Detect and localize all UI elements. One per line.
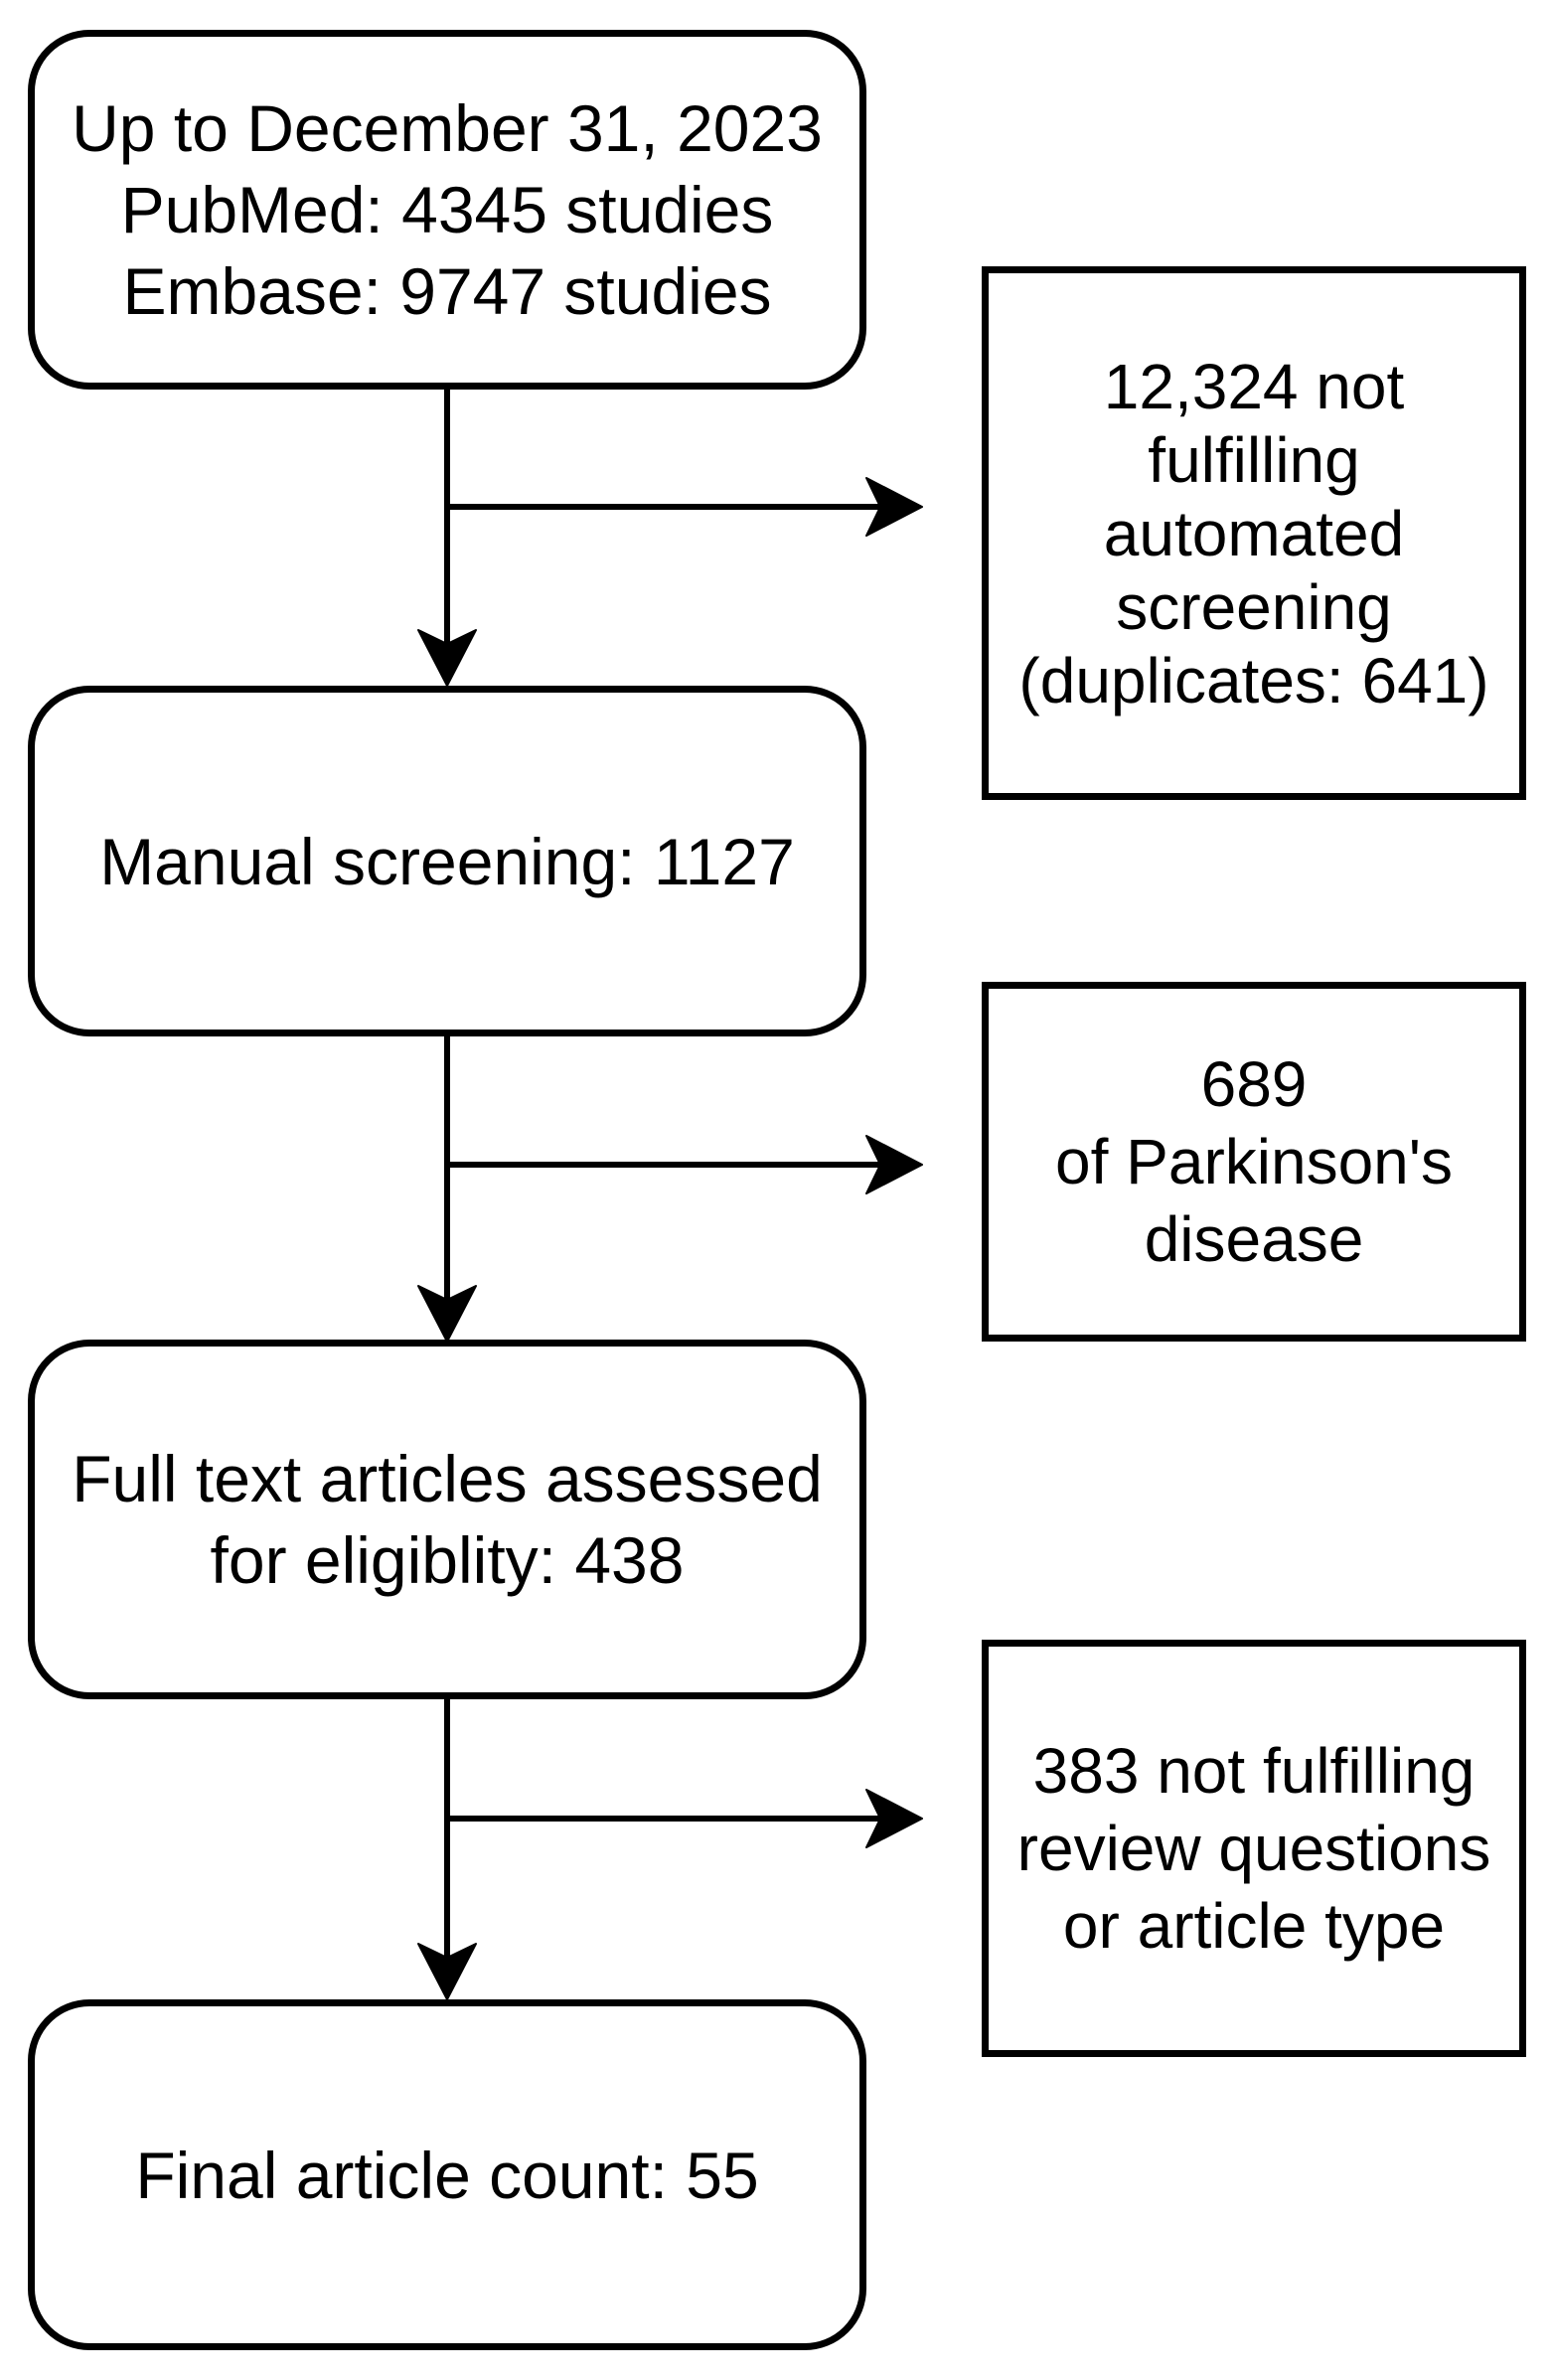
arrow-right-to-automated-screening-exclusions xyxy=(447,477,923,537)
automated-screening-line-2: fulfilling xyxy=(1148,423,1360,496)
manual-screening-line-1: Manual screening: 1127 xyxy=(99,824,795,898)
arrow-down-to-manual-screening xyxy=(417,384,477,687)
search-sources-line-1: Up to December 31, 2023 xyxy=(72,91,823,165)
flow-box-full-text-assessment: Full text articles assessed for eligibli… xyxy=(28,1340,866,1699)
flow-box-final-count: Final article count: 55 xyxy=(28,1999,866,2350)
parkinsons-line-1: 689 xyxy=(1200,1048,1308,1120)
exclusion-box-review-questions: 383 not fulfilling review questions or a… xyxy=(982,1640,1526,2057)
review-questions-line-2: review questions xyxy=(1016,1813,1491,1884)
search-sources-line-2: PubMed: 4345 studies xyxy=(120,173,774,246)
automated-screening-line-1: 12,324 not xyxy=(1103,350,1405,422)
parkinsons-line-2: of Parkinson's xyxy=(1055,1126,1453,1197)
parkinsons-line-3: disease xyxy=(1144,1203,1364,1275)
flow-box-search-sources: Up to December 31, 2023 PubMed: 4345 stu… xyxy=(28,30,866,390)
full-text-line-1: Full text articles assessed xyxy=(72,1442,823,1515)
exclusion-box-parkinsons: 689 of Parkinson's disease xyxy=(982,982,1526,1342)
final-count-line-1: Final article count: 55 xyxy=(135,2138,759,2212)
automated-screening-line-5: (duplicates: 641) xyxy=(1018,644,1489,716)
review-questions-line-1: 383 not fulfilling xyxy=(1032,1735,1476,1807)
flow-box-manual-screening: Manual screening: 1127 xyxy=(28,686,866,1036)
full-text-line-2: for eligiblity: 438 xyxy=(210,1523,685,1597)
arrow-down-to-full-text-assessment xyxy=(417,1031,477,1343)
exclusion-box-automated-screening: 12,324 not fulfilling automated screenin… xyxy=(982,266,1526,800)
arrow-right-to-review-question-exclusions xyxy=(447,1789,923,1848)
arrow-right-to-parkinsons-exclusions xyxy=(447,1135,923,1194)
arrow-down-to-final-count xyxy=(417,1693,477,2000)
automated-screening-line-3: automated xyxy=(1103,497,1405,569)
search-sources-line-3: Embase: 9747 studies xyxy=(122,254,772,328)
review-questions-line-3: or article type xyxy=(1062,1890,1446,1962)
automated-screening-line-4: screening xyxy=(1116,570,1392,643)
